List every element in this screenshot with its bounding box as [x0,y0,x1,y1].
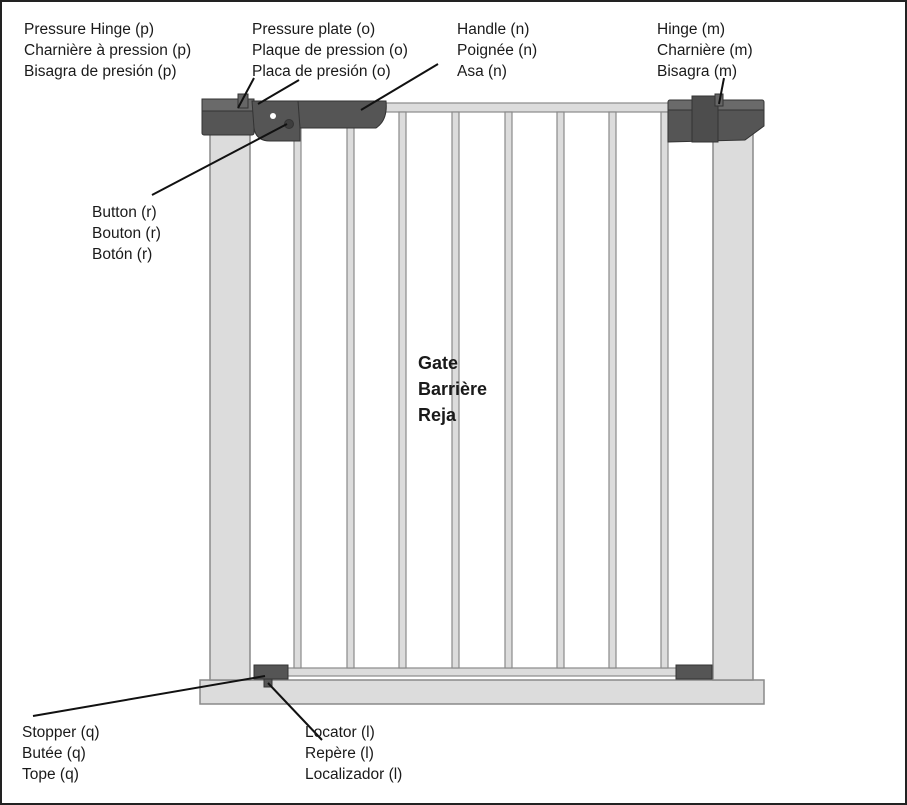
gate-bar [293,111,302,669]
label-line: Bisagra de presión (p) [24,63,177,80]
leader-stopper [32,675,266,717]
label-stopper: Stopper (q) Butée (q) Tope (q) [22,722,100,785]
label-line: Butée (q) [22,745,86,762]
gate-bar [660,111,669,669]
label-line: Pressure Hinge (p) [24,21,155,38]
label-line: Gate [418,353,459,373]
label-line: Plaque de pression (o) [252,42,408,59]
button [284,119,294,129]
leader-hinge [718,77,725,105]
label-line: Charnière à pression (p) [24,42,192,59]
gate-bars [293,111,669,669]
label-line: Repère (l) [305,745,374,762]
handle [297,100,387,129]
gate-bottom-rail [254,667,681,677]
label-line: Placa de presión (o) [252,63,391,80]
label-line: Pressure plate (o) [252,21,376,38]
label-line: Reja [418,405,457,425]
leader-pressure-plate [257,79,300,105]
leader-lines [32,63,725,741]
label-line: Localizador (l) [305,766,403,783]
gate-bar [451,111,460,669]
label-line: Hinge (m) [657,21,726,38]
hinge-pin [237,93,249,109]
pressure-plate [251,100,301,142]
gate-bar [346,111,355,669]
indicator-dot [270,113,276,119]
gate-bar [556,111,565,669]
label-line: Botón (r) [92,246,153,263]
label-line: Bisagra (m) [657,63,738,80]
label-line: Stopper (q) [22,724,100,741]
label-pressure-plate: Pressure plate (o) Plaque de pression (o… [252,19,408,82]
leader-button [151,123,288,196]
label-handle: Handle (n) Poignée (n) Asa (n) [457,19,537,82]
left-post [209,111,251,681]
gate-bar [608,111,617,669]
label-line: Locator (l) [305,724,375,741]
label-line: Barrière [418,379,488,399]
label-line: Asa (n) [457,63,507,80]
right-stopper [675,664,713,680]
gate-bar [504,111,513,669]
base-rail [199,679,765,705]
label-button: Button (r) Bouton (r) Botón (r) [92,202,161,265]
label-line: Handle (n) [457,21,530,38]
leader-handle [360,63,439,111]
label-gate: Gate Barrière Reja [418,350,487,428]
label-line: Bouton (r) [92,225,161,242]
gate-bar [398,111,407,669]
hinge-knuckle [691,95,719,143]
leader-locator [267,682,323,741]
left-hardware [201,93,387,142]
leader-pressure-hinge [237,77,255,109]
label-line: Poignée (n) [457,42,538,59]
label-pressure-hinge: Pressure Hinge (p) Charnière à pression … [24,19,191,82]
right-hinge [667,93,765,143]
label-line: Tope (q) [22,766,79,783]
right-post [712,111,754,681]
label-line: Button (r) [92,204,157,221]
label-locator: Locator (l) Repère (l) Localizador (l) [305,722,402,785]
label-line: Charnière (m) [657,42,753,59]
label-hinge: Hinge (m) Charnière (m) Bisagra (m) [657,19,753,82]
